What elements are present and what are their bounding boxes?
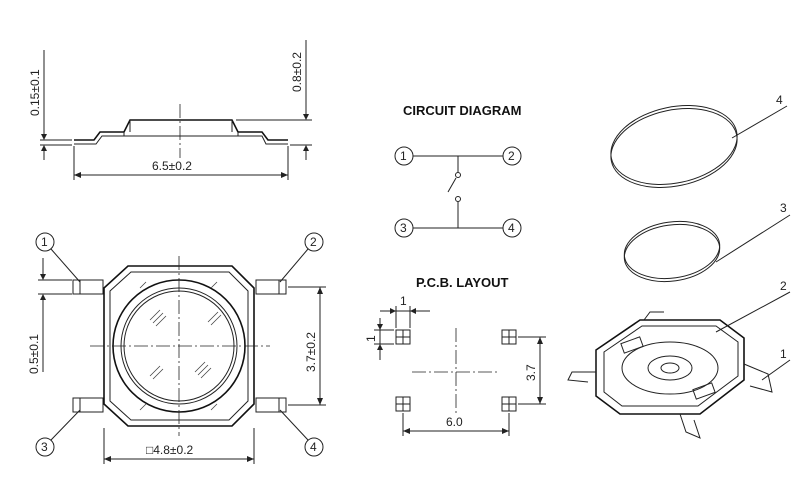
top-pin-width-dim: 0.5±0.1 [27,334,41,374]
top-pin-spacing-dim: 3.7±0.2 [304,332,318,372]
pcb-pad [501,329,517,345]
pcb-pad [501,396,517,412]
circuit-title: CIRCUIT DIAGRAM [403,103,521,118]
pcb-title: P.C.B. LAYOUT [416,275,509,290]
pcb-pad-width-dim: 1 [400,294,407,308]
side-width-dim: 6.5±0.2 [152,159,192,173]
cover-film [610,105,738,188]
part-1-label: 1 [780,347,787,361]
top-view: 0.5±0.1 3.7±0.2 □4.8±0.2 1 2 3 4 [27,232,326,464]
side-view: 0.15±0.1 0.8±0.2 6.5±0.2 [28,40,312,180]
top-pin-3-label: 3 [41,440,48,454]
top-pin-4-label: 4 [310,440,317,454]
circuit-pin-2: 2 [508,149,515,163]
pcb-vertical-spacing-dim: 3.7 [524,364,538,381]
top-pin-1-label: 1 [41,235,48,249]
part-2-label: 2 [780,279,787,293]
part-3-label: 3 [780,201,787,215]
pcb-pad [395,329,411,345]
side-height-dim: 0.8±0.2 [290,52,304,92]
pcb-pad [395,396,411,412]
top-pin-2-label: 2 [310,235,317,249]
switch-housing [567,311,773,439]
circuit-pin-1: 1 [400,149,407,163]
pcb-pad-height-dim: 1 [364,335,378,342]
circuit-pin-3: 3 [400,221,407,235]
pcb-horizontal-spacing-dim: 6.0 [446,415,463,429]
part-4-label: 4 [776,93,783,107]
circuit-diagram: CIRCUIT DIAGRAM 1 2 3 4 [394,103,522,238]
side-thickness-dim: 0.15±0.1 [28,69,42,116]
pcb-layout: P.C.B. LAYOUT 1 1 [364,275,546,436]
top-body-dim: □4.8±0.2 [146,443,194,457]
exploded-view: 4 3 2 1 [567,93,791,439]
metal-dome [623,220,721,283]
circuit-pin-4: 4 [508,221,515,235]
